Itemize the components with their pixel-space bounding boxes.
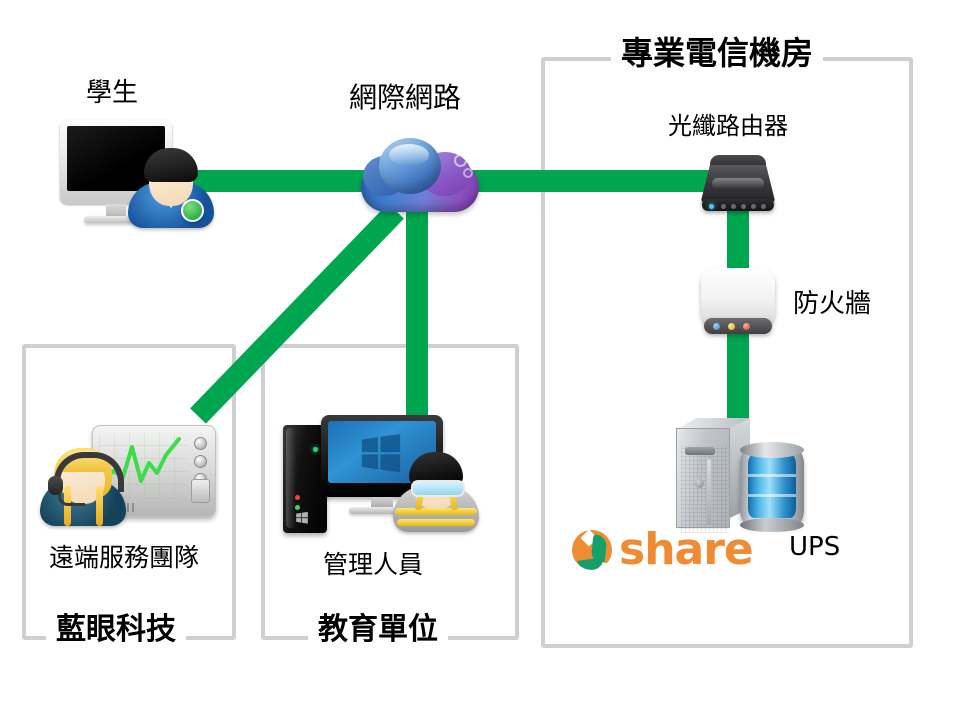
- admin-avatar-icon: [393, 448, 479, 532]
- node-label-admin-staff: 管理人員: [323, 550, 424, 579]
- admin-user-pc-icon: [283, 415, 493, 533]
- link-internet-to-router: [440, 170, 733, 192]
- group-label-telecom-room: 專業電信機房: [611, 37, 824, 69]
- router-icon: [700, 155, 776, 215]
- node-label-fiber-router: 光纖路由器: [668, 112, 788, 140]
- node-label-firewall: 防火牆: [793, 289, 872, 319]
- ups-battery-icon: [740, 442, 804, 532]
- link-student-to-internet: [175, 170, 390, 192]
- server-tower-icon: [676, 418, 750, 533]
- support-operator-avatar-icon: [40, 442, 126, 526]
- node-support-team[interactable]: [40, 420, 220, 530]
- share-wordmark: share: [619, 524, 754, 575]
- windows-logo-icon: [296, 511, 308, 524]
- node-admin-staff[interactable]: [283, 415, 493, 533]
- node-label-student: 學生: [86, 78, 139, 108]
- link-firewall-to-server: [727, 330, 749, 430]
- node-label-support-team: 遠端服務團隊: [49, 543, 200, 572]
- firewall-icon: [701, 268, 775, 340]
- group-label-blue-eye: 藍眼科技: [46, 615, 186, 645]
- user-monitor-icon: [60, 120, 220, 230]
- headset-operator-icon: [40, 420, 220, 530]
- share-leaf-logo-icon: [572, 530, 612, 570]
- node-label-internet: 網際網路: [349, 81, 462, 114]
- cloud-icon: [361, 138, 479, 212]
- student-avatar-icon: [128, 144, 214, 228]
- windows-logo-icon: [361, 434, 401, 473]
- share-brand-logo: share: [572, 524, 754, 575]
- link-internet-to-admin: [406, 192, 428, 437]
- node-label-ups: UPS: [789, 532, 841, 562]
- node-student[interactable]: [60, 120, 220, 230]
- group-label-education-unit: 教育單位: [308, 615, 448, 645]
- pc-tower-icon: [283, 425, 327, 533]
